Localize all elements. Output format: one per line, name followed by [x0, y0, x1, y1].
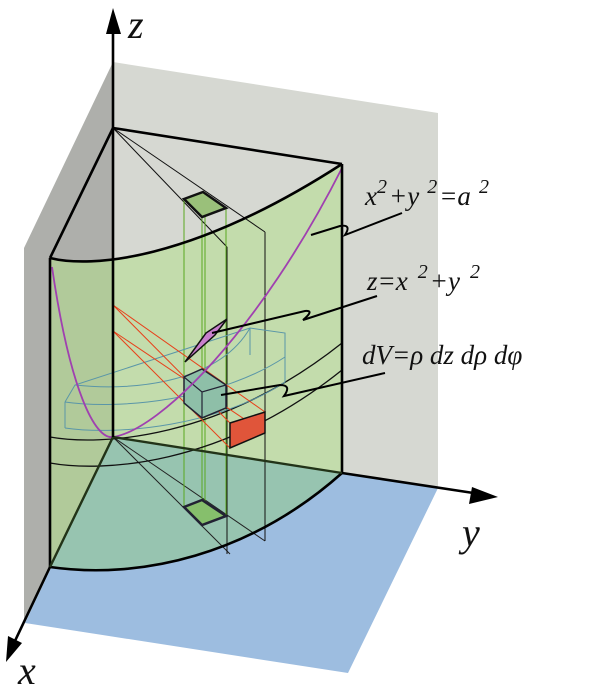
y-axis-label: y	[458, 510, 480, 555]
leader-lines	[211, 212, 403, 398]
volume-element-equation: dV=ρ dz dρ dφ	[362, 340, 522, 370]
top-area-element	[181, 190, 229, 219]
y-arrow-icon	[469, 487, 498, 504]
y-axis	[341, 471, 481, 496]
x-axis-label: x	[17, 648, 36, 693]
axes	[12, 30, 481, 644]
paraboloid-curves	[51, 167, 343, 438]
top-radial-lines	[112, 127, 266, 554]
volume-element-edges	[183, 376, 227, 418]
bottom-area-element	[181, 498, 229, 527]
z-arrow-icon	[106, 8, 121, 34]
cylindrical-shell-wireframe	[64, 327, 286, 431]
paraboloid-patch	[184, 318, 228, 363]
x-axis	[12, 566, 52, 644]
bottom-radial-lines	[112, 436, 266, 555]
z-axis-label: z	[127, 2, 144, 47]
surface-area-element	[229, 410, 266, 450]
bottom-face-edges	[48, 435, 343, 568]
cylinder-outline	[48, 126, 344, 572]
x-arrow-icon	[6, 636, 22, 662]
height-arcs	[49, 342, 343, 467]
